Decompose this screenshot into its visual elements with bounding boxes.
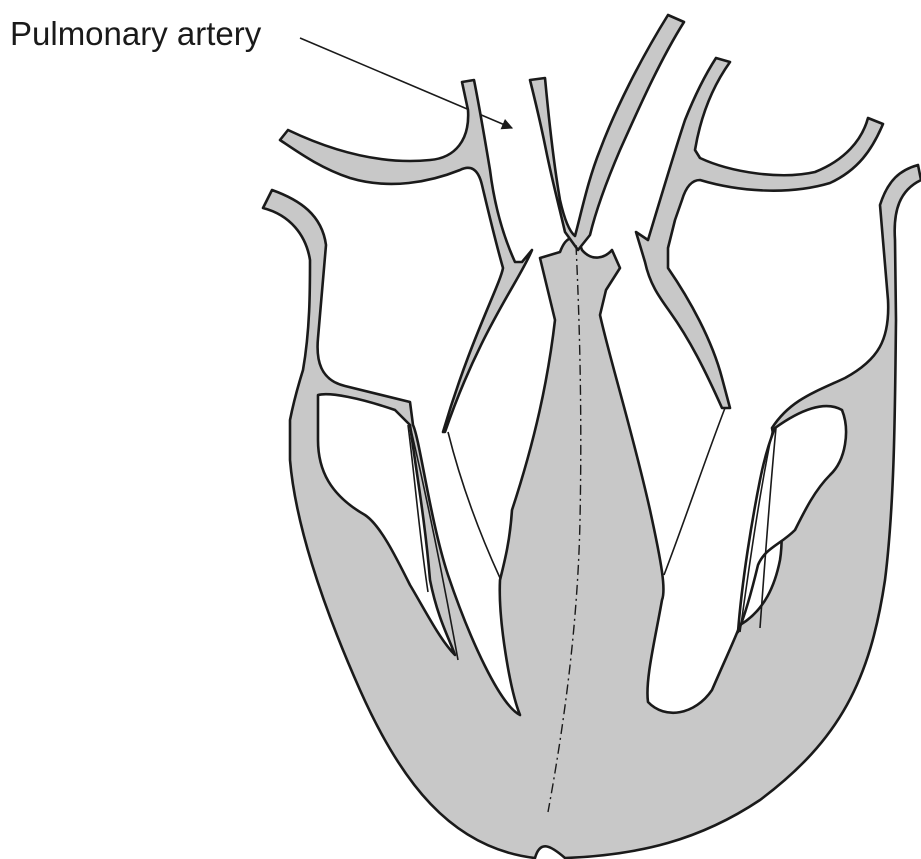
pulmonary-valve-cord — [448, 432, 500, 578]
aortic-valve-cord — [664, 408, 725, 575]
pulmonary-artery-label: Pulmonary artery — [10, 15, 262, 52]
pulmonary-vein-right-branch — [636, 58, 883, 408]
